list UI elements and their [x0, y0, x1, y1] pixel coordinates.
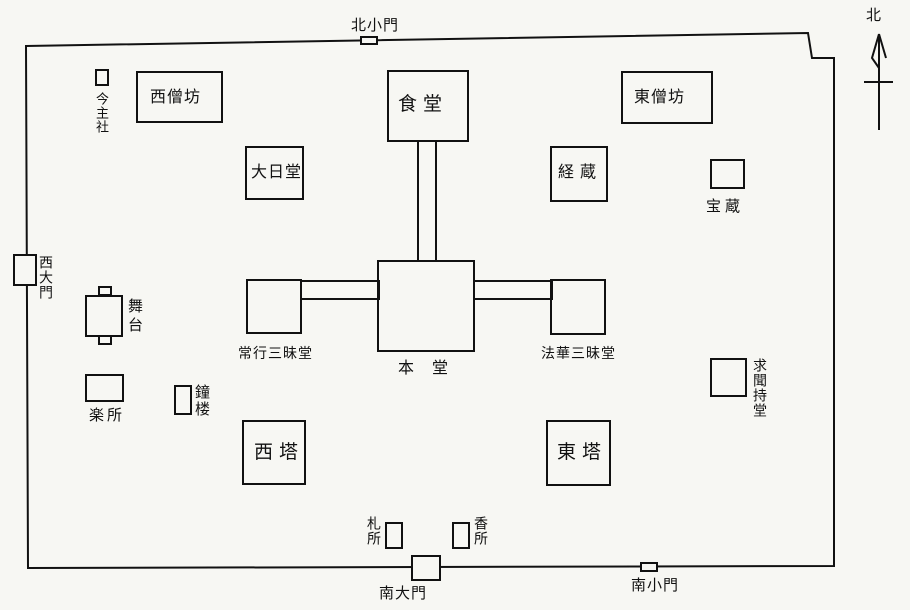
south-great-gate-label: 南大門 [379, 584, 428, 602]
treasure-house-label: 宝蔵 [706, 197, 745, 215]
jogyo-hall [246, 279, 302, 334]
talisman-office-label: 札所 [365, 516, 381, 546]
jogyo-hall-label: 常行三昧堂 [238, 346, 313, 362]
dance-stage [85, 295, 123, 337]
east-pagoda-label: 東塔 [557, 441, 608, 463]
incense-office [452, 522, 470, 549]
main-hall-label: 本 堂 [398, 358, 450, 377]
talisman-office [385, 522, 403, 549]
refectory-label: 食堂 [398, 93, 449, 115]
east-monks-quarters-label: 東僧坊 [634, 87, 686, 106]
east-corridor [473, 280, 553, 300]
music-hall-label: 楽所 [89, 406, 126, 424]
north-small-gate [360, 36, 378, 45]
incense-office-label: 香所 [472, 516, 488, 546]
jiki-shrine-label: 今主社 [93, 92, 108, 134]
dance-stage-label: 舞台 [126, 298, 144, 336]
north-small-gate-label: 北小門 [351, 16, 400, 34]
east-monks-quarters [621, 71, 713, 124]
west-corridor [300, 280, 380, 300]
west-pagoda-label: 西塔 [254, 441, 305, 463]
bell-tower-label: 鐘楼 [193, 384, 211, 418]
sutra-repository-label: 経蔵 [558, 162, 603, 181]
hokke-hall [550, 279, 606, 335]
north-mark-label: 北 [866, 6, 883, 24]
main-hall [377, 260, 475, 352]
north-arrow-icon [864, 33, 893, 130]
bell-tower [174, 385, 192, 415]
hokke-hall-label: 法華三昧堂 [541, 346, 616, 362]
west-pagoda [242, 420, 306, 485]
sutra-repository [550, 146, 608, 202]
south-great-gate [411, 555, 441, 581]
west-monks-quarters [136, 71, 223, 123]
west-great-gate-label: 西大門 [37, 255, 53, 300]
west-great-gate [13, 254, 37, 286]
dainichi-hall-label: 大日堂 [251, 162, 303, 181]
gumonji-hall [710, 358, 747, 397]
west-monks-quarters-label: 西僧坊 [150, 87, 202, 106]
precinct-wall [24, 31, 835, 570]
south-small-gate-label: 南小門 [631, 576, 680, 594]
stage-post-top [98, 286, 112, 296]
dainichi-hall [245, 146, 304, 200]
gumonji-hall-label: 求聞持堂 [751, 358, 767, 418]
east-pagoda [546, 420, 611, 486]
music-hall [85, 374, 124, 402]
south-small-gate [640, 562, 658, 572]
north-corridor [417, 140, 437, 262]
jiki-shrine [95, 69, 109, 86]
treasure-house [710, 159, 745, 189]
stage-post-bottom [98, 335, 112, 345]
